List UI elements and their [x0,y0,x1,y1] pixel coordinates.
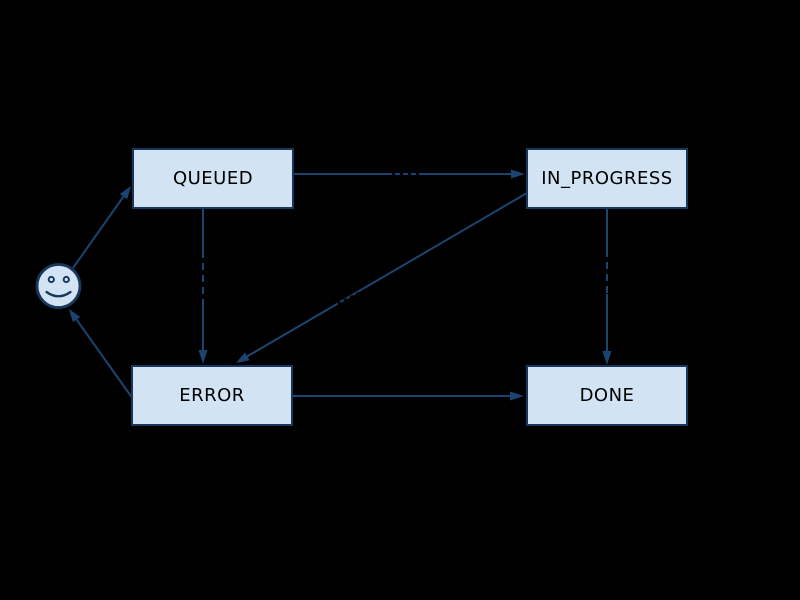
edge-line [72,196,125,269]
start-state-smiley-icon [35,263,82,309]
state-node-in-progress: IN_PROGRESS [526,148,688,209]
arrowhead-icon [511,169,525,179]
smiley-mouth [45,290,72,298]
edge-label-fragments [337,256,430,306]
edge-line [246,192,528,358]
edge-error-to-start [69,309,134,400]
state-label-error: ERROR [179,385,245,406]
state-label-queued: QUEUED [173,168,253,189]
edge-line [75,319,134,400]
smiley-right-eye [62,275,70,284]
state-box [526,148,688,209]
state-node-error: ERROR [131,365,293,426]
arrowhead-icon [119,186,131,200]
arrowhead-icon [510,391,524,401]
edge-queued-to-error [198,208,208,364]
edge-in-progress-to-done [602,207,612,365]
state-label-done: DONE [580,385,635,406]
edge-queued-to-in-progress [293,169,525,179]
state-box [132,148,294,209]
smiley-face-circle [35,263,82,309]
state-node-queued: QUEUED [132,148,294,209]
state-box [131,365,293,426]
state-box [526,365,688,426]
arrowhead-icon [236,352,250,363]
state-node-done: DONE [526,365,688,426]
edge-start-to-queued [72,186,131,269]
edge-in-progress-to-error [236,192,528,363]
arrowhead-icon [69,309,81,323]
state-label-in-progress: IN_PROGRESS [541,168,672,189]
arrowhead-icon [602,351,612,365]
edge-error-to-done [292,391,524,401]
smiley-left-eye [47,275,55,284]
arrowhead-icon [198,350,208,364]
